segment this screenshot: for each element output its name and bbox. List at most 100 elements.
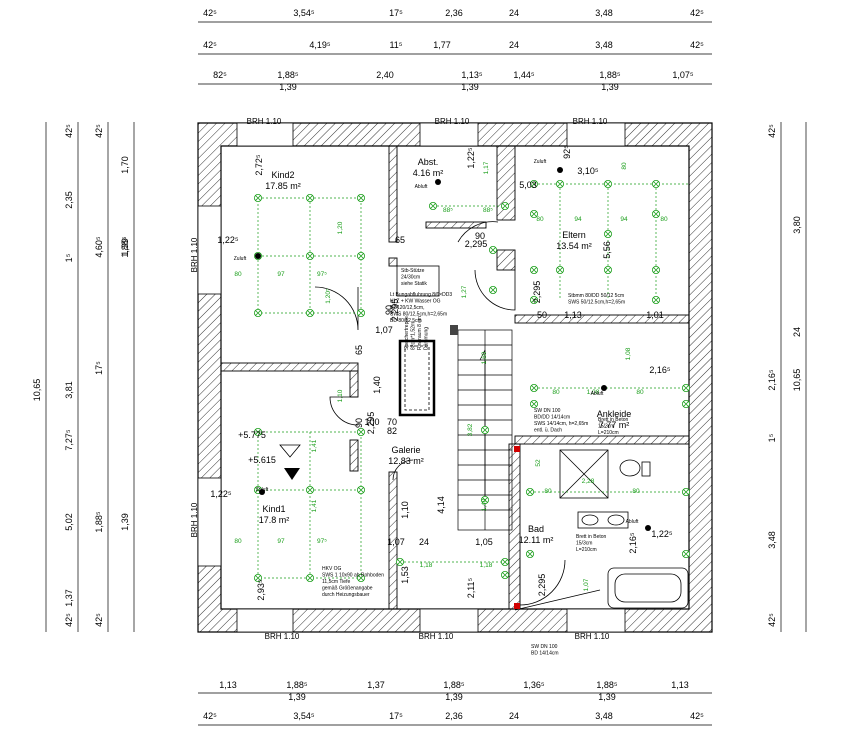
note-line: BD120/12,5cm,	[390, 305, 424, 311]
dimension-label: 1,36⁵	[523, 680, 545, 690]
sill-height-label: BRH 1.10	[435, 117, 470, 126]
light-fixture-icon	[604, 229, 613, 238]
dimension-label: 82⁵	[213, 70, 227, 80]
lighting-measurement-label: 80	[552, 389, 560, 396]
note-line: Speichertreppe	[404, 316, 410, 350]
note-line: 11,5cm Tiefe	[322, 579, 350, 585]
dimension-label: 42⁵	[64, 124, 74, 138]
light-fixture-icon	[305, 308, 314, 317]
red-markers	[450, 325, 520, 609]
light-fixture-icon	[530, 179, 539, 188]
measurement-label: 2,16⁵	[628, 532, 638, 554]
dimension-label: 4,60⁵	[94, 236, 104, 258]
room-area: 12.11 m²	[519, 535, 554, 545]
note-line: Ringraum 8 cm	[417, 316, 423, 350]
note-line: Brett in Beton	[598, 417, 629, 423]
lighting-measurement-label: 97⁵	[317, 538, 327, 545]
light-fixture-icon	[305, 574, 314, 583]
lighting-measurement-label: 3,82	[467, 423, 474, 436]
lighting-measurement-label: 80	[636, 389, 644, 396]
lighting-measurement-label: 1,17	[483, 161, 490, 174]
measurement-label: 5,56	[602, 241, 612, 259]
light-fixture-icon	[480, 425, 489, 434]
measurement-label: 2,16⁵	[649, 365, 671, 375]
dimension-label: 1,88⁵	[94, 511, 104, 533]
note-line: SWS 80/12,5cm,h=2,65m	[390, 312, 447, 318]
light-fixture-icon	[526, 550, 535, 559]
light-fixture-icon	[356, 308, 365, 317]
lighting-measurement-label: 1,10	[337, 389, 344, 402]
dimension-label: 11⁵	[389, 40, 402, 50]
measurement-label: +5.775	[238, 430, 266, 440]
lighting-measurement-label: 97	[277, 538, 285, 545]
lighting-measurement-label: 1,08	[587, 389, 600, 396]
room-name: Ankleide	[597, 409, 632, 419]
light-fixture-icon	[682, 550, 691, 559]
lighting-measurement-label: 80	[234, 538, 242, 545]
note-line: Stb-Stütze	[401, 268, 425, 274]
measurement-label: 1,40	[372, 376, 382, 394]
lighting-measurement-label: 94	[620, 216, 628, 223]
note-line: Lt Bungabfluhrung 8/6×DD3	[390, 292, 452, 298]
dimension-label: 1,13	[671, 680, 689, 690]
measurement-label: 1,22⁵	[651, 529, 673, 539]
measurement-label: 70	[387, 417, 397, 427]
measurement-label: 3,10⁵	[577, 166, 599, 176]
exterior-walls	[197, 122, 713, 633]
room-area: 12.83 m²	[388, 456, 424, 466]
light-fixture-icon	[488, 285, 497, 294]
ventilation-label: Abluft	[626, 519, 639, 525]
dimension-label: 1,88⁵	[443, 680, 465, 690]
light-fixture-icon	[682, 399, 691, 408]
measurement-label: 1,01	[646, 310, 664, 320]
room-area: 4.16 m²	[413, 168, 444, 178]
dimension-label: 2,36	[445, 8, 463, 18]
measurement-label: 1,53	[400, 566, 410, 584]
light-fixture-icon	[556, 179, 565, 188]
light-fixture-icon	[305, 485, 314, 494]
light-fixture-icon	[530, 209, 539, 218]
interior-walls	[220, 145, 690, 610]
dimension-label: 1,88⁵	[120, 236, 130, 258]
dimension-label: 24	[509, 8, 519, 18]
sill-height-label: BRH 1.10	[419, 632, 454, 641]
measurement-label: 1,22⁵	[466, 147, 476, 169]
measurement-label: 2,93⁵	[256, 579, 266, 601]
note-line: 24/30cm	[401, 275, 420, 281]
dimension-label: 2,16⁵	[767, 369, 777, 391]
dimension-label: 1,88⁵	[277, 70, 299, 80]
light-fixture-icon	[305, 193, 314, 202]
sill-height-label: BRH 1.10	[575, 632, 610, 641]
dimension-label: 1,39	[598, 692, 616, 702]
measurement-label: 65	[354, 345, 364, 355]
light-fixture-icon	[253, 574, 262, 583]
light-fixture-icon	[500, 571, 509, 580]
room-name: Eltern	[562, 230, 586, 240]
dimension-label: 17⁵	[389, 8, 403, 18]
dimension-label: 1,39	[120, 238, 130, 256]
sill-height-label: BRH 1.10	[573, 117, 608, 126]
measurement-label: 2,295	[366, 412, 376, 435]
dimension-label: 3,54⁵	[293, 8, 315, 18]
dimension-label: 1,39	[445, 692, 463, 702]
note-line: HKV OG	[322, 566, 342, 572]
room-name: Abst.	[418, 157, 439, 167]
measurement-label: 1,07	[387, 537, 405, 547]
dimension-label: 7,27⁵	[64, 429, 74, 451]
note-line: gemäß Größenangabe	[322, 586, 373, 592]
light-fixture-icon	[604, 265, 613, 274]
light-fixture-icon	[395, 558, 404, 567]
light-fixture-icon	[488, 245, 497, 254]
measurement-label: 1,07	[375, 325, 393, 335]
dimension-label: 2,35	[64, 191, 74, 209]
measurement-label: 2,295	[537, 574, 547, 597]
measurement-label: 82	[387, 426, 397, 436]
dimension-label: 42⁵	[203, 711, 217, 721]
measurement-label: 92⁵	[562, 145, 572, 159]
level-marker	[279, 444, 301, 480]
dimension-label: 3,48	[595, 711, 613, 721]
